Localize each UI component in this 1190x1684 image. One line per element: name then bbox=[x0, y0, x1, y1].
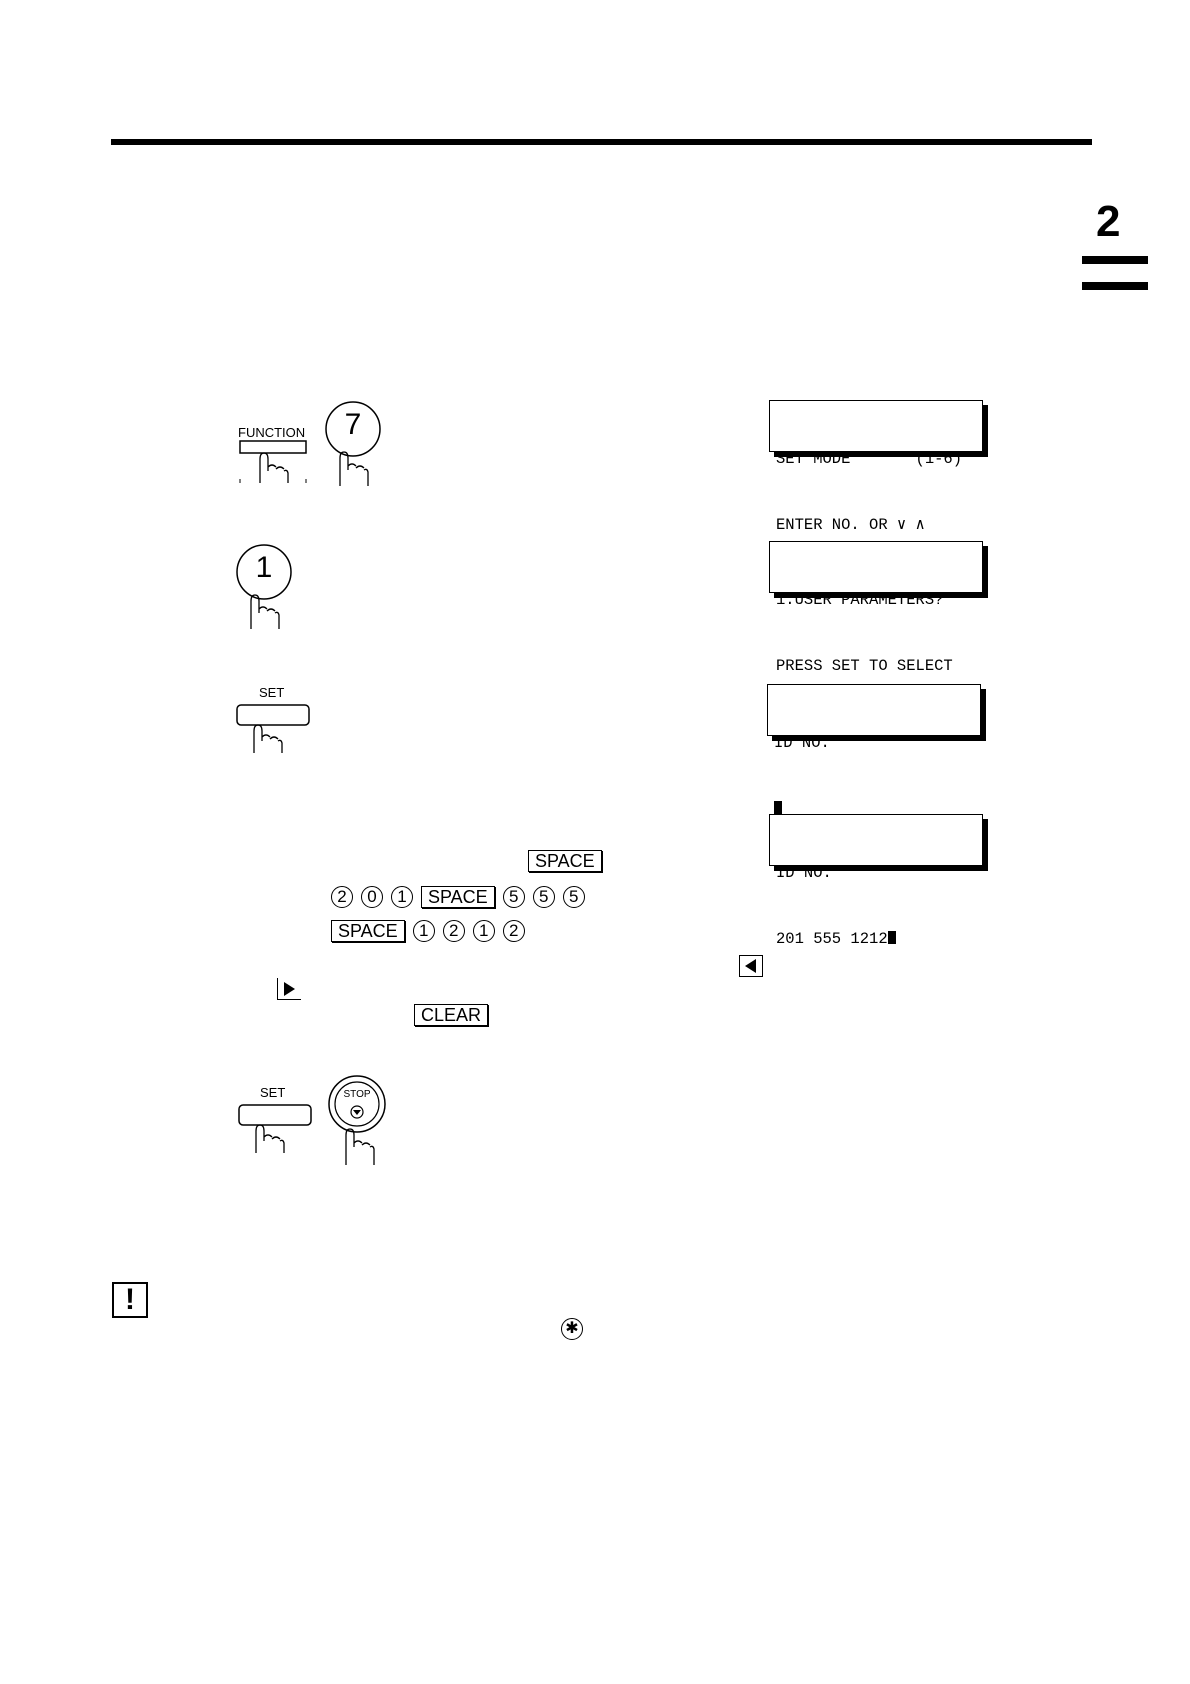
set-key-label: SET bbox=[260, 1085, 286, 1100]
set-key-icon bbox=[238, 1104, 312, 1153]
lcd-line-2: 201 555 1212 bbox=[776, 928, 982, 950]
chapter-bar-top bbox=[1082, 256, 1148, 264]
space-key: SPACE bbox=[421, 886, 495, 908]
stop-key-press[interactable]: STOP bbox=[326, 1075, 388, 1167]
function-key-press[interactable]: FUNCTION bbox=[236, 405, 312, 485]
digit-key: 5 bbox=[532, 886, 555, 908]
stop-key-label: STOP bbox=[343, 1089, 371, 1100]
lcd-display-1: SET MODE (1-6) ENTER NO. OR ∨ ∧ bbox=[769, 400, 983, 534]
digit-key: 1 bbox=[412, 920, 435, 942]
right-arrow-key-icon bbox=[277, 978, 301, 1005]
clear-key-inline: CLEAR bbox=[414, 1004, 489, 1026]
lcd-line-2 bbox=[774, 798, 980, 820]
digit-key: 5 bbox=[562, 886, 585, 908]
space-key: SPACE bbox=[331, 920, 405, 942]
left-arrow-key-icon bbox=[739, 955, 763, 982]
header-rule bbox=[111, 139, 1092, 145]
key-1-digit: 1 bbox=[255, 551, 273, 584]
digit-key: 1 bbox=[391, 886, 413, 908]
space-key: SPACE bbox=[528, 850, 602, 872]
set-key-press[interactable]: SET bbox=[234, 685, 314, 755]
lcd-cursor bbox=[774, 801, 782, 814]
lcd-line-1: SET MODE (1-6) bbox=[776, 450, 963, 468]
lcd-cursor bbox=[887, 931, 896, 944]
lcd-line-1: ID NO. bbox=[776, 864, 832, 882]
lcd-display-2: 1:USER PARAMETERS? PRESS SET TO SELECT bbox=[769, 541, 983, 675]
chapter-bar-bottom bbox=[1082, 282, 1148, 290]
stop-key-icon bbox=[328, 1075, 386, 1165]
star-key-icon: ✱ bbox=[561, 1318, 583, 1340]
lcd-line-2: ENTER NO. OR ∨ ∧ bbox=[776, 516, 925, 534]
chapter-number: 2 bbox=[1096, 197, 1121, 246]
digit-key: 1 bbox=[472, 920, 495, 942]
space-key-inline: SPACE bbox=[528, 850, 602, 872]
digit-key: 0 bbox=[361, 886, 383, 908]
set-key-press-2[interactable]: SET bbox=[236, 1085, 316, 1155]
lcd-line-2: PRESS SET TO SELECT bbox=[776, 657, 953, 675]
digit-key: 2 bbox=[331, 886, 353, 908]
exclamation-box-icon: ! bbox=[112, 1282, 148, 1318]
key-1-press[interactable]: 1 bbox=[234, 543, 296, 631]
function-key-label: FUNCTION bbox=[238, 425, 306, 440]
key-7-press[interactable]: 7 bbox=[322, 400, 384, 488]
set-key-label: SET bbox=[259, 685, 285, 700]
number-sequence-2: SPACE 1 2 1 2 bbox=[331, 920, 529, 942]
lcd-line-2-text: 201 555 1212 bbox=[776, 930, 888, 948]
round-key-icon bbox=[325, 401, 381, 486]
function-key-icon bbox=[239, 440, 307, 483]
clear-key: CLEAR bbox=[414, 1004, 489, 1026]
lcd-line-1: ID NO. bbox=[774, 734, 830, 752]
lcd-line-1: 1:USER PARAMETERS? bbox=[776, 591, 944, 609]
digit-key: 5 bbox=[502, 886, 525, 908]
round-key-icon bbox=[236, 544, 292, 629]
digit-key: 2 bbox=[442, 920, 465, 942]
number-sequence-1: 2 0 1 SPACE 5 5 5 bbox=[331, 886, 589, 908]
set-key-icon bbox=[236, 704, 310, 753]
digit-key: 2 bbox=[502, 920, 525, 942]
lcd-display-4: ID NO. 201 555 1212 bbox=[769, 814, 983, 948]
lcd-display-3: ID NO. bbox=[767, 684, 981, 814]
key-7-digit: 7 bbox=[344, 408, 362, 441]
